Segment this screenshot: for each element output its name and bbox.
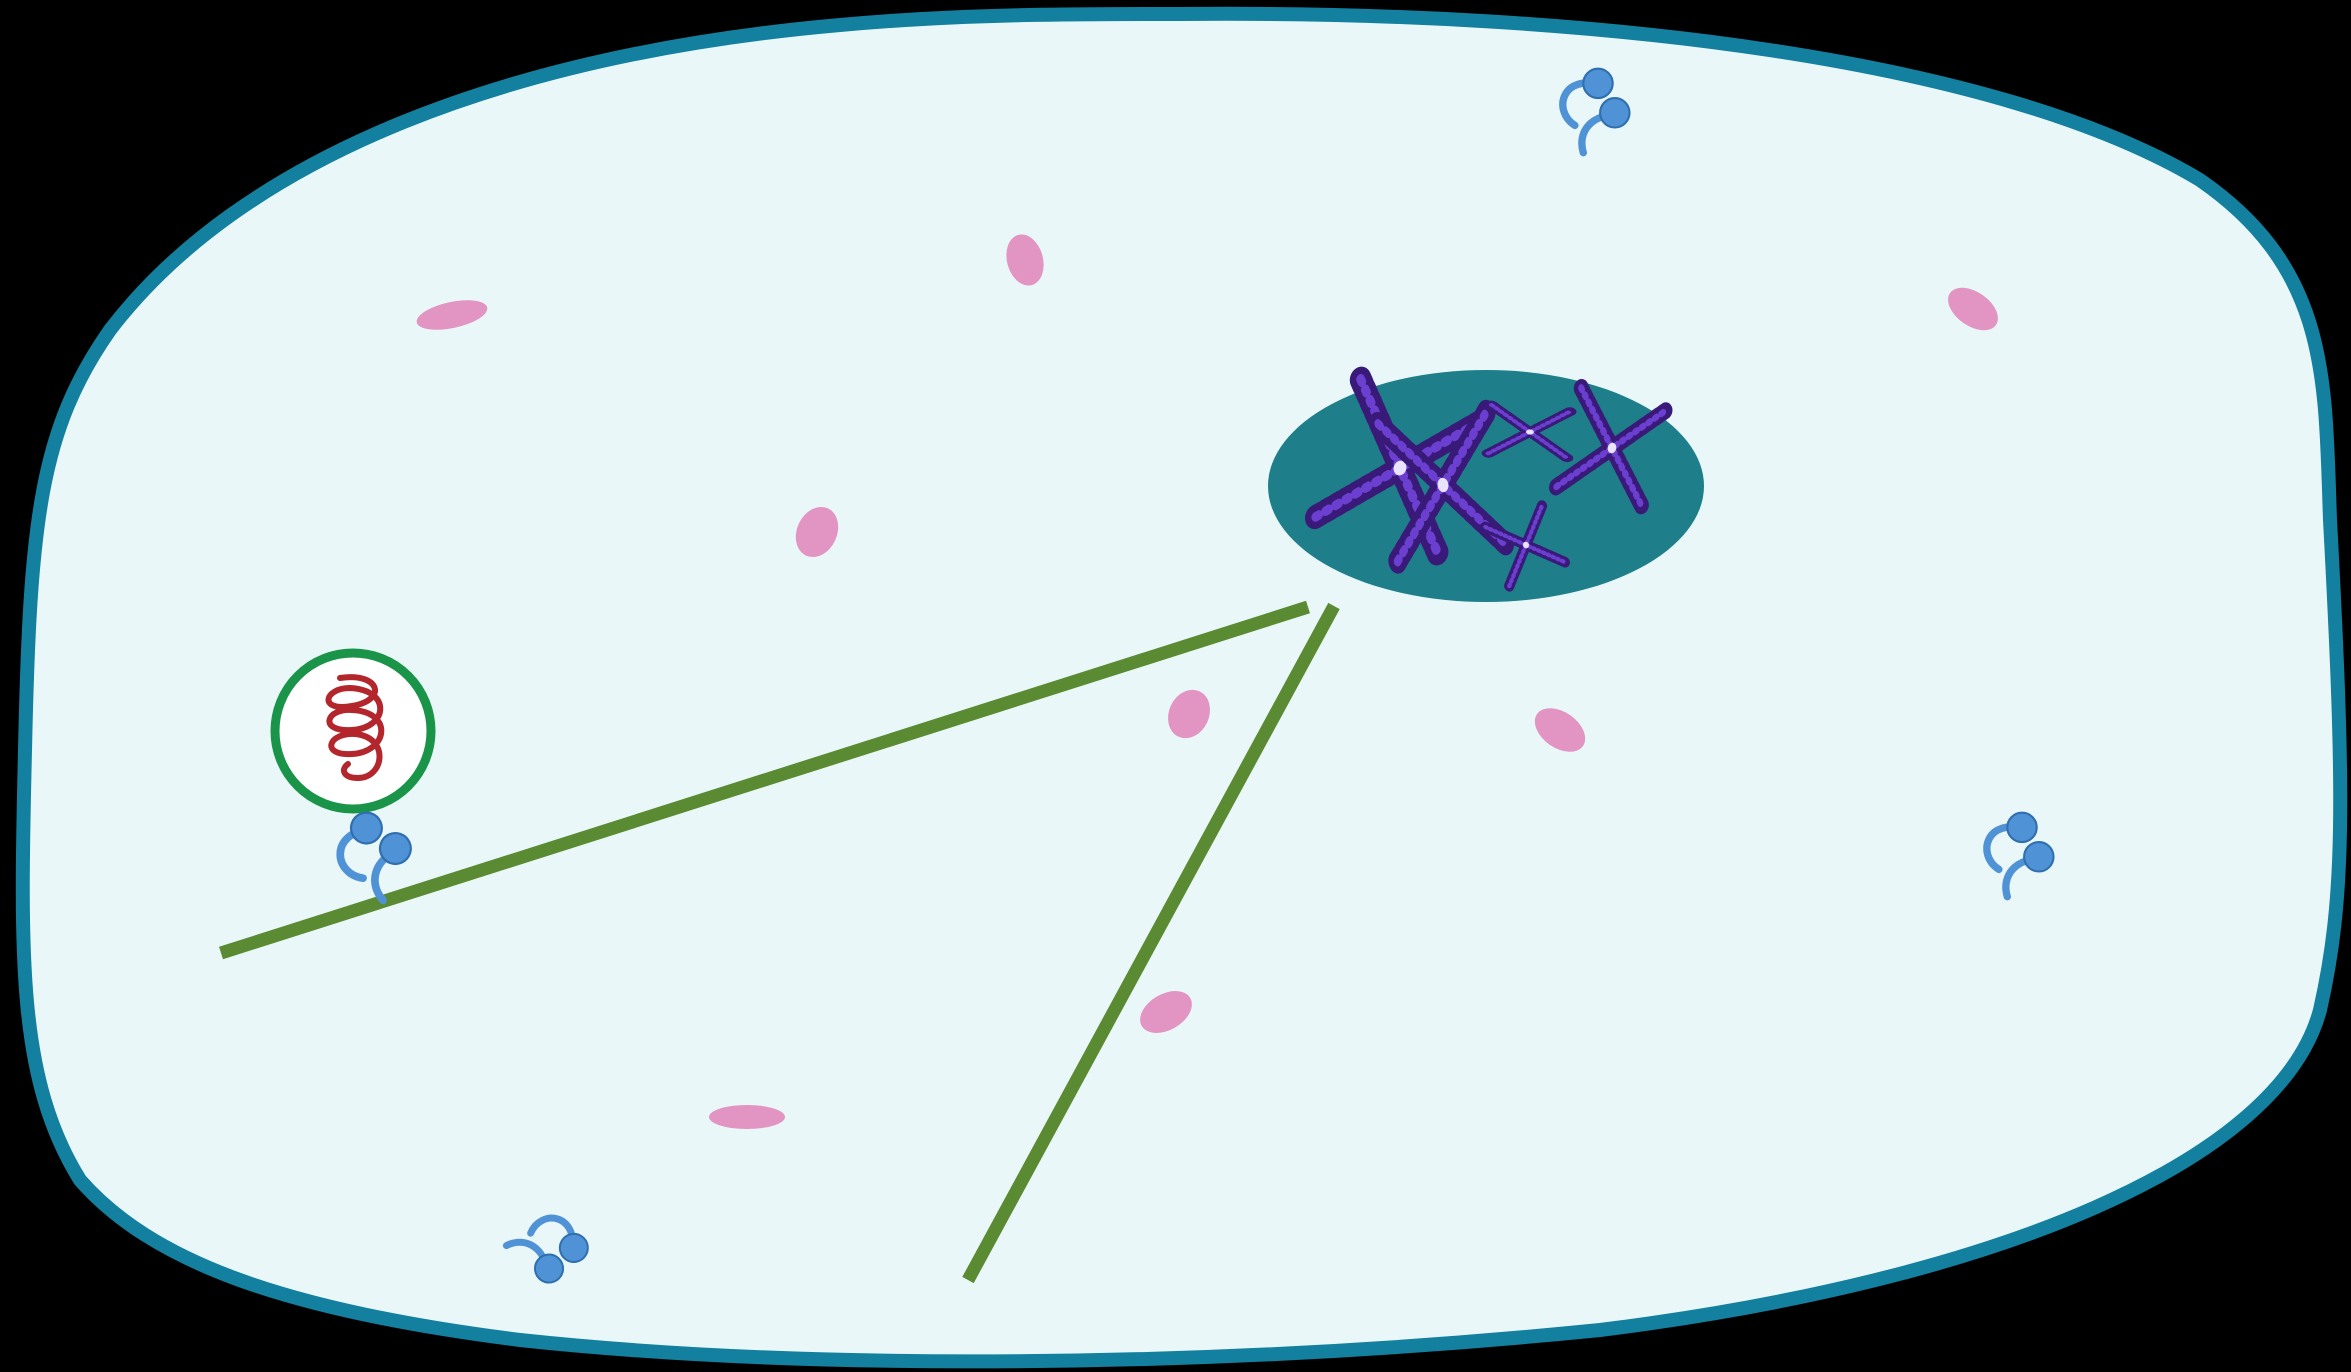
organelle xyxy=(709,1105,785,1129)
vesicle xyxy=(275,653,431,809)
nucleus xyxy=(1268,370,1704,602)
